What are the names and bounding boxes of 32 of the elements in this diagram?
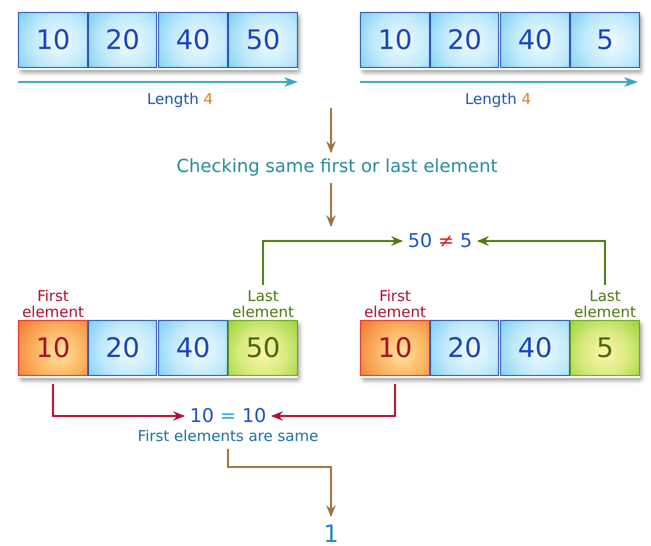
arrow: [262, 236, 403, 285]
length-label: Length 4: [464, 90, 532, 108]
arrow: [477, 236, 606, 285]
length-label: Length 4: [146, 90, 214, 108]
array-cell: 40: [158, 320, 228, 376]
array-cell: 20: [88, 12, 157, 68]
first-element-label: First element: [21, 288, 85, 320]
arrow: [271, 384, 396, 421]
array-cell: 10: [360, 12, 430, 68]
array-row: [360, 12, 640, 70]
arrow: [326, 183, 336, 227]
array-cell: 20: [430, 320, 499, 376]
array-cell: 50: [228, 12, 298, 68]
result-value: 1: [323, 520, 339, 546]
array-cell: 5: [570, 12, 640, 68]
array-cell: 10: [18, 12, 88, 68]
array-cell: 40: [500, 12, 570, 68]
comparison-text: 50 ≠ 5: [408, 230, 472, 252]
array-cell: 20: [430, 12, 499, 68]
array-cell: 40: [158, 12, 228, 68]
first-element-label: First element: [363, 288, 427, 320]
comparison-caption: First elements are same: [138, 427, 318, 445]
step-text: Checking same first or last element: [176, 156, 498, 177]
last-element-label: Last element: [573, 288, 637, 320]
arrow: [52, 384, 185, 421]
array-row: [18, 12, 298, 70]
array-cell: 40: [500, 320, 570, 376]
arrow: [227, 449, 336, 517]
array-cell: 20: [88, 320, 157, 376]
arrow: [326, 108, 336, 153]
comparison-text: 10 = 10: [190, 405, 266, 427]
last-element-label: Last element: [231, 288, 295, 320]
